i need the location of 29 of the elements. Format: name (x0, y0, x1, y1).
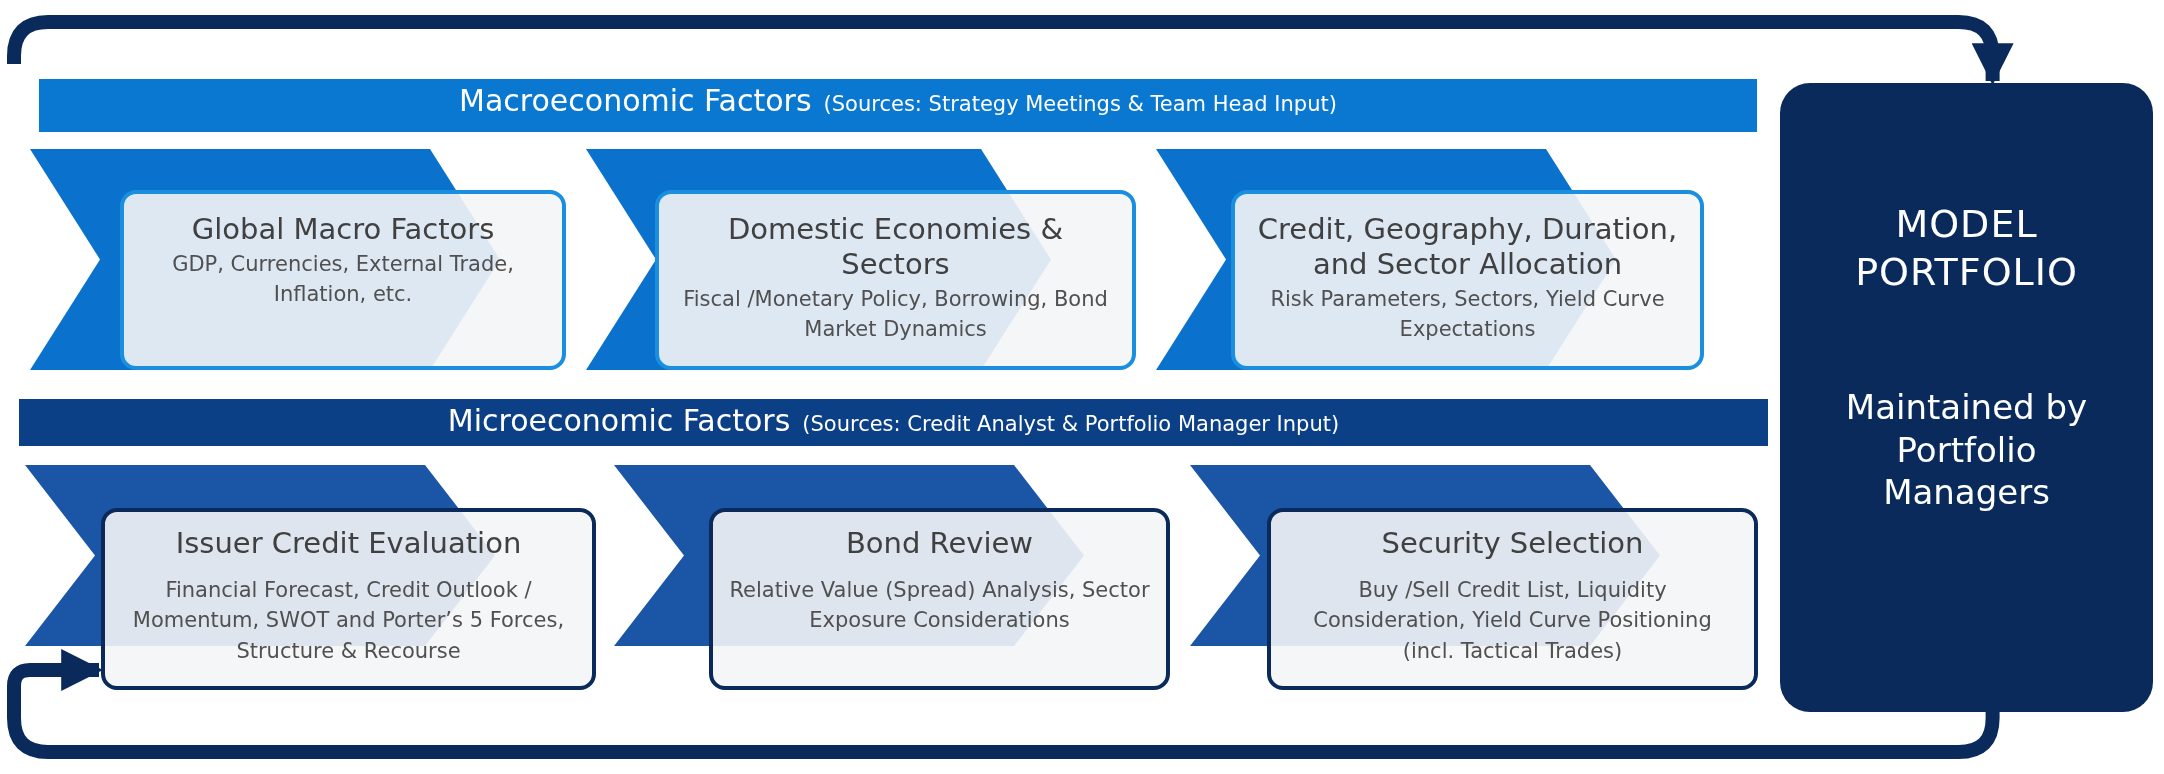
process-box (120, 190, 566, 370)
box-description: Risk Parameters, Sectors, Yield Curve Expectations (1269, 285, 1666, 344)
band-sources: (Sources: Credit Analyst & Portfolio Manager Input) (802, 412, 1340, 436)
panel-title: MODEL PORTFOLIO (1854, 201, 2079, 296)
header-band (39, 79, 1757, 132)
box-description: GDP, Currencies, External Trade, Inflation, etc. (171, 250, 515, 309)
band-title: Microeconomic Factors (447, 403, 791, 438)
box-title: Issuer Credit Evaluation (175, 526, 522, 561)
process-box (101, 508, 596, 690)
box-description: Fiscal /Monetary Policy, Borrowing, Bond Market Dynamics (682, 285, 1109, 344)
box-description: Relative Value (Spread) Analysis, Sector Exposure Considerations (728, 576, 1151, 635)
process-box (1267, 508, 1758, 690)
header-band (19, 399, 1768, 446)
box-title: Credit, Geography, Duration, and Sector Allocation (1256, 212, 1679, 282)
band-sources: (Sources: Strategy Meetings & Team Head Input) (823, 92, 1337, 116)
band-title: Macroeconomic Factors (459, 83, 812, 118)
box-description: Financial Forecast, Credit Outlook / Momentum, SWOT and Porter’s 5 Forces, Structure & Recourse (131, 576, 566, 665)
cycle-arrow (7, 15, 2014, 86)
process-box (1231, 190, 1704, 370)
portfolio-panel (1780, 83, 2153, 712)
process-box (709, 508, 1170, 690)
process-box (655, 190, 1136, 370)
box-title: Global Macro Factors (191, 212, 495, 247)
cycle-arrow (7, 649, 2000, 759)
box-title: Security Selection (1381, 526, 1644, 561)
box-title: Bond Review (845, 526, 1034, 561)
panel-subtitle: Maintained by Portfolio Managers (1844, 386, 2089, 514)
box-description: Buy /Sell Credit List, Liquidity Consideration, Yield Curve Positioning (incl. Tactical Trades) (1312, 576, 1713, 665)
box-title: Domestic Economies & Sectors (726, 212, 1065, 282)
